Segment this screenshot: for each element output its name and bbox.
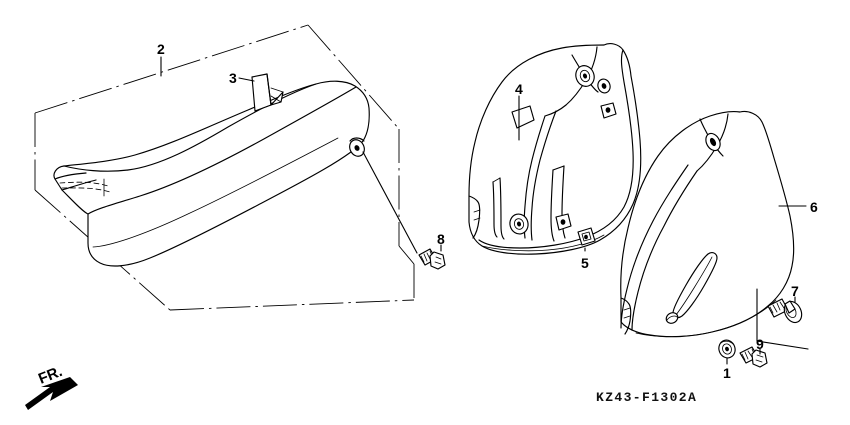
callout-8: 8 (437, 231, 445, 247)
callout-7: 7 (791, 283, 799, 299)
left-side-cover (468, 43, 642, 255)
callout-1: 1 (723, 365, 731, 381)
callout-2: 2 (157, 41, 165, 57)
leader-seat-boss-to-screw8 (362, 151, 418, 254)
flange-bolt-large (767, 298, 803, 324)
clip-nut (577, 227, 596, 246)
collar-grommet (718, 339, 736, 359)
part-number-label: KZ43-F1302A (596, 390, 698, 405)
right-side-cover (620, 110, 795, 338)
callout-3: 3 (229, 70, 237, 86)
seat-assembly (53, 80, 370, 267)
seat-assembly-phantom-box (34, 24, 415, 311)
callout-6: 6 (810, 199, 818, 215)
callout-leaders (160, 56, 809, 365)
screw-9 (739, 346, 768, 368)
screw-8 (418, 248, 446, 270)
callout-5: 5 (581, 255, 589, 271)
seat-strap-hook (251, 73, 284, 112)
callout-4: 4 (515, 81, 523, 97)
front-direction-arrow-icon (25, 377, 78, 410)
callout-9: 9 (756, 336, 764, 352)
